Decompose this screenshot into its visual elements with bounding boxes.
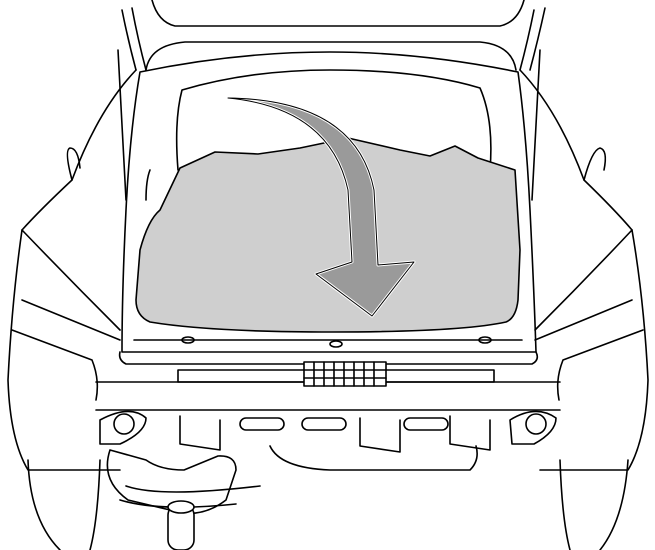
rear-bumper [96,362,560,410]
rear-wheels [28,460,628,550]
trunk-fasteners [182,337,491,347]
hinge-left [118,50,126,200]
underbody [100,411,556,470]
exhaust-muffler [107,450,260,550]
cargo-load [136,138,520,332]
underbody-slot [302,418,346,430]
hinge-right [532,50,540,200]
underbody-slot [240,418,284,430]
underbody-slot [404,418,448,430]
